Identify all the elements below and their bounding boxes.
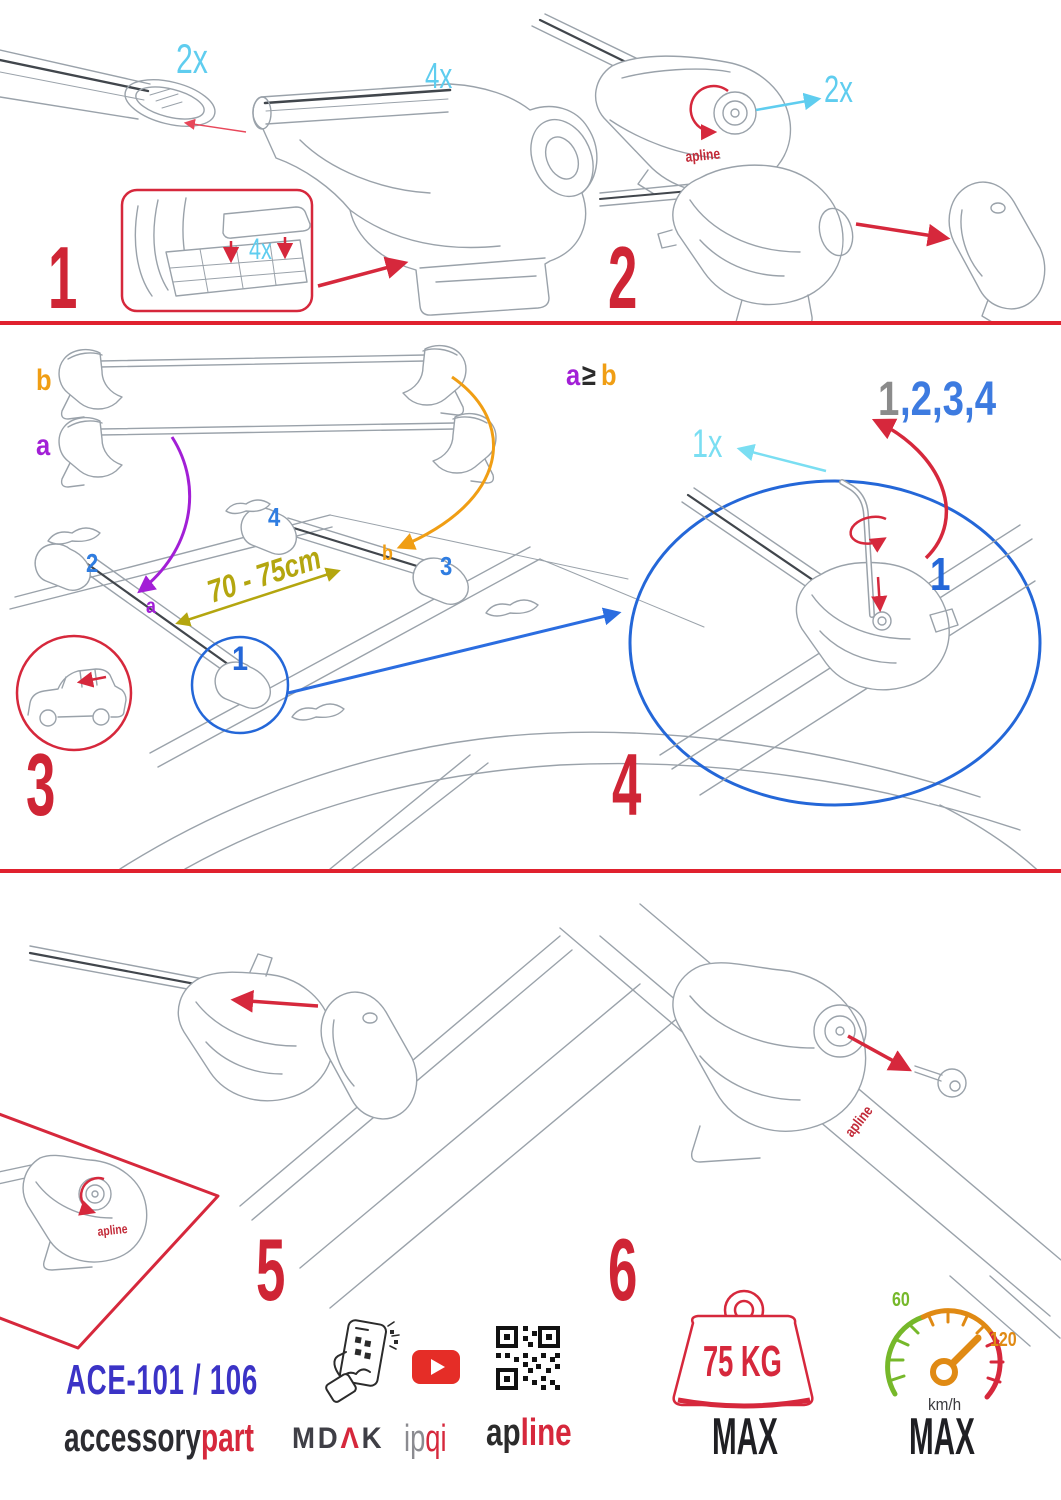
arrow-cover-insert [855, 222, 951, 247]
position-2-label: 2 [86, 549, 98, 578]
car-direction-inset [15, 634, 133, 752]
weight-value: 75 KG [703, 1336, 782, 1385]
bar-a-drawing [58, 412, 497, 488]
condition-op: ≥ [582, 358, 596, 391]
brand-red: part [201, 1416, 254, 1460]
roof-scene-drawing [9, 499, 1038, 869]
position-4-label: 4 [268, 503, 281, 532]
detail-ellipse [628, 479, 1042, 807]
mdak-logo: MDΛK [292, 1422, 384, 1456]
brand-logo: accessorypart [64, 1416, 254, 1461]
mdak-k: K [361, 1422, 385, 1455]
step2-number: 2 [608, 229, 637, 321]
arrow-cover-slide [230, 989, 319, 1013]
arrow-pad-to-foot [317, 256, 409, 288]
qr-code [496, 1326, 560, 1390]
bar-b-drawing [58, 344, 467, 420]
key-count-label: 1x [692, 421, 723, 466]
pad-detail-box [120, 188, 314, 313]
divider-1 [0, 321, 1061, 325]
foot-on-bar-drawing [531, 13, 792, 195]
foot-count-label: 4x [425, 56, 453, 96]
step4-number: 4 [612, 736, 641, 834]
position-1-circle [190, 635, 290, 735]
apline-logo: apline [486, 1412, 572, 1455]
model-number: ACE-101 / 106 [66, 1356, 258, 1403]
roof-a-label: a [146, 595, 156, 619]
cover-slide-drawing [28, 935, 681, 1309]
step6-number: 6 [608, 1221, 637, 1319]
divider-2 [0, 869, 1061, 873]
ipqi-gray: ip [404, 1418, 426, 1460]
step5-step6-illustration: apline 5 apline 6 [0, 903, 1061, 1350]
product-logo-step5: apline [97, 1222, 129, 1239]
foot-cover-drawing [599, 164, 1046, 321]
bar-b-label: b [36, 363, 52, 396]
arrow-detail-link [287, 607, 622, 695]
lock-key-drawing [559, 903, 1061, 1347]
max-weight-icon: 75 KG MAX [672, 1289, 814, 1464]
ipqi-red: qi [425, 1418, 447, 1460]
foot-drawing [252, 83, 598, 316]
dimension-label: 70 - 75cm [203, 541, 325, 611]
step5-number: 5 [256, 1221, 285, 1319]
product-logo-step2: apline [685, 145, 722, 165]
position-1-label: 1 [232, 639, 248, 678]
step1-step2-illustration: 2x 4x 4x 1 apline 2x 2 [0, 13, 1046, 321]
mdak-lambda: Λ [340, 1422, 362, 1455]
lock-inset-box: apline [0, 1112, 220, 1350]
phone-qr-scan-icon [325, 1319, 400, 1403]
roof-b-label: b [382, 542, 393, 566]
speed-low: 60 [892, 1288, 910, 1310]
arrow-bar-a-position [137, 436, 192, 594]
condition-a: a [566, 358, 581, 391]
apline-red: line [520, 1412, 572, 1454]
dimension-arrow [175, 567, 341, 627]
arrow-rotate-knob [689, 84, 729, 141]
step3-step4-illustration: b a a b 70 - 75cm 2 4 3 1 3 [9, 344, 1042, 869]
arrow-to-count [755, 92, 822, 112]
speed-unit: km/h [928, 1395, 961, 1414]
max-speed-icon: 60 120 km/h MAX [885, 1288, 1017, 1464]
tighten-detail-drawing [659, 479, 1036, 796]
speed-max: MAX [909, 1407, 975, 1464]
apline-black: ap [486, 1412, 521, 1454]
torque-order-label: 1 [930, 548, 950, 600]
crossbar-drawing [0, 49, 216, 127]
bar-a-label: a [36, 428, 51, 461]
sequence-rest: ,2,3,4 [900, 373, 996, 426]
step1-number: 1 [48, 229, 77, 321]
weight-max: MAX [712, 1407, 778, 1464]
arrow-press-bolt [871, 576, 888, 613]
arrow-key-count [736, 443, 827, 473]
bar-count-label: 2x [176, 35, 208, 82]
arrow-bar-insert [183, 118, 247, 133]
condition-b: b [601, 358, 617, 391]
arrow-bar-b-position [396, 375, 496, 550]
arrow-rotate-key [849, 515, 887, 553]
sequence-first: 1 [878, 373, 899, 426]
pad-detail-drawing [134, 197, 311, 297]
youtube-icon [412, 1350, 460, 1384]
brand-black: accessory [64, 1416, 202, 1460]
tool-count-label: 2x [824, 69, 853, 111]
step3-number: 3 [26, 736, 55, 834]
pad-count-label: 4x [249, 231, 272, 265]
mdak-md: MD [292, 1422, 341, 1455]
arrow-sequence [871, 418, 949, 560]
speed-high: 120 [990, 1328, 1017, 1350]
ipqi-logo: ipqi [404, 1418, 447, 1461]
arrow-key-insert [847, 1034, 912, 1072]
position-3-label: 3 [440, 552, 452, 581]
